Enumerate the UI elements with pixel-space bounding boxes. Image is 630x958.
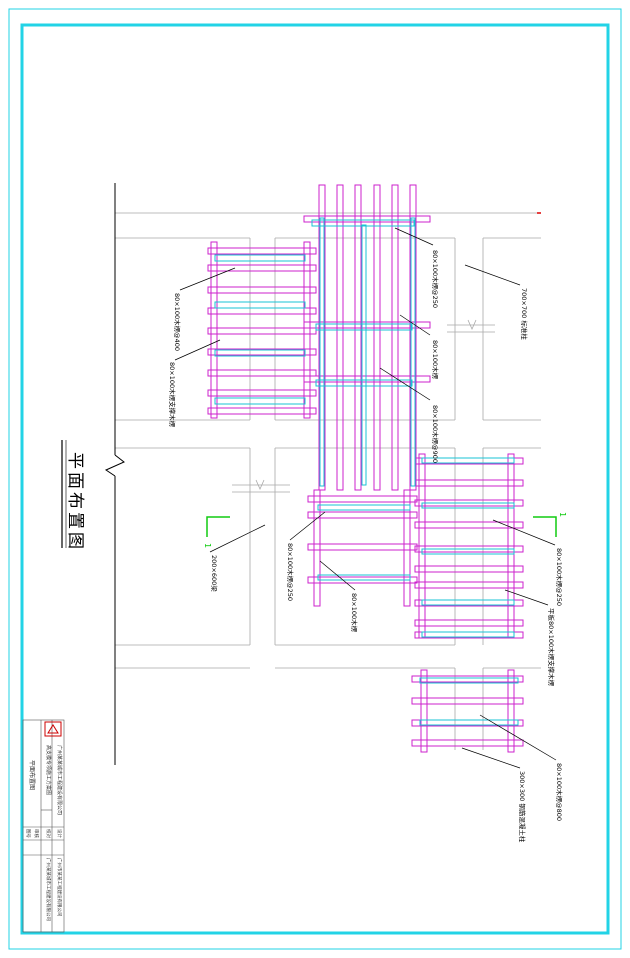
secondary-member [421, 502, 515, 509]
secondary-member [410, 217, 416, 487]
timber-beam [414, 565, 524, 573]
timber-post [420, 669, 428, 753]
timber-beam [207, 407, 317, 415]
title-block-row-4: 图号 [25, 829, 31, 838]
timber-joist [391, 184, 399, 491]
secondary-member [421, 457, 515, 464]
secondary-member [317, 574, 411, 581]
timber-beam [307, 576, 418, 584]
drawing-title-group: 平面布置图 [61, 440, 85, 552]
secondary-beams [214, 217, 519, 726]
title-block-company-2: 高支模专项施工方案图 [45, 745, 52, 795]
timber-beam [411, 739, 524, 747]
timber-joist [373, 184, 381, 491]
title-block-row-1: 设计 [56, 829, 63, 838]
timber-post [313, 489, 321, 607]
drawing-title: 平面布置图 [65, 452, 85, 552]
timber-post [418, 453, 426, 639]
label-right-support: 平板80×100木楞支撑木楞 [547, 608, 556, 687]
primary-beams [207, 184, 524, 753]
secondary-member [214, 301, 306, 309]
timber-beam [207, 247, 317, 255]
timber-beam [307, 495, 418, 503]
title-block-logo [44, 721, 62, 737]
timber-joist [354, 184, 362, 491]
label-column-top: 700×700 标准柱 [520, 288, 529, 340]
timber-post [507, 669, 515, 753]
secondary-member [361, 224, 367, 486]
secondary-member [319, 217, 325, 487]
secondary-member [419, 719, 519, 726]
label-left-beam-1: 80×100木楞@400 [173, 293, 182, 351]
timber-beam [414, 479, 524, 487]
label-main-beam-top: 80×100木楞@250 [431, 250, 440, 308]
secondary-member [421, 548, 515, 555]
timber-post [303, 241, 311, 419]
secondary-member [214, 349, 306, 357]
timber-joist [336, 184, 344, 491]
secondary-member [315, 379, 413, 387]
timber-beam [207, 286, 317, 294]
secondary-member [311, 219, 415, 227]
timber-beam [207, 369, 317, 377]
section-marker-left: 1 [203, 516, 230, 548]
title-block-row-2: 校对 [45, 829, 52, 838]
inner-frame [20, 23, 610, 935]
title-block-right-2: 广州某某城市工程建设有限公司 [45, 858, 52, 921]
timber-beam [207, 389, 317, 397]
timber-post [210, 241, 218, 419]
outer-frame [8, 8, 622, 950]
label-brace-top: 80×100木楞@900 [431, 405, 440, 463]
label-floor-beam: 200×600梁 [210, 555, 219, 592]
timber-beam [307, 543, 418, 551]
section-marker-right-label: 1 [558, 512, 567, 517]
label-bottom-column: 300×300 钢筋混凝土柱 [518, 771, 527, 843]
timber-beam [307, 511, 418, 519]
timber-post [507, 453, 515, 639]
annotations: 80×100木楞@250 700×700 标准柱 80×100木楞 80×100… [168, 250, 564, 843]
label-mid-beam: 80×100木楞@250 [286, 543, 295, 601]
leader-lines [174, 227, 557, 769]
timber-post [403, 489, 411, 607]
label-secondary-beam-top: 80×100木楞 [431, 340, 440, 380]
secondary-member [315, 323, 413, 331]
label-mid-secondary: 80×100木楞 [350, 593, 359, 633]
timber-beam [207, 348, 317, 356]
timber-beam [414, 581, 524, 589]
timber-joist [318, 184, 326, 491]
title-block-right-1: 广州市某某工程建设有限公司 [56, 858, 63, 917]
secondary-member [317, 504, 411, 511]
title-block-row-3: 审核 [33, 829, 40, 838]
section-marker-right: 1 [533, 512, 567, 537]
axis-line [104, 183, 125, 765]
label-bottom-beam: 80×100木楞@800 [555, 763, 564, 821]
timber-beam [411, 697, 524, 705]
label-left-beam-2: 80×100木楞支撑木楞 [168, 362, 177, 428]
timber-beam [207, 307, 317, 315]
timber-beam [207, 327, 317, 335]
timber-beam [414, 545, 524, 553]
secondary-member [421, 631, 515, 638]
secondary-member [214, 397, 306, 405]
timber-beam [207, 264, 317, 272]
title-block-company-1: 广州某某城市工程建设有限公司 [56, 745, 63, 815]
timber-joist [409, 184, 417, 491]
timber-beam [414, 499, 524, 507]
timber-beam [414, 521, 524, 529]
timber-beam [414, 619, 524, 627]
timber-beam [411, 675, 524, 683]
label-right-beam: 80×100木楞@250 [555, 548, 564, 606]
break-symbols [232, 319, 495, 493]
secondary-member [214, 254, 306, 262]
title-block-drawing-name: 平面布置图 [28, 760, 36, 790]
timber-beam [303, 215, 431, 223]
title-block: 广州某某城市工程建设有限公司 高支模专项施工方案图 平面布置图 设计 校对 审核… [22, 719, 65, 933]
section-marker-left-label: 1 [203, 543, 212, 548]
secondary-member [419, 677, 519, 684]
secondary-member [421, 599, 515, 606]
